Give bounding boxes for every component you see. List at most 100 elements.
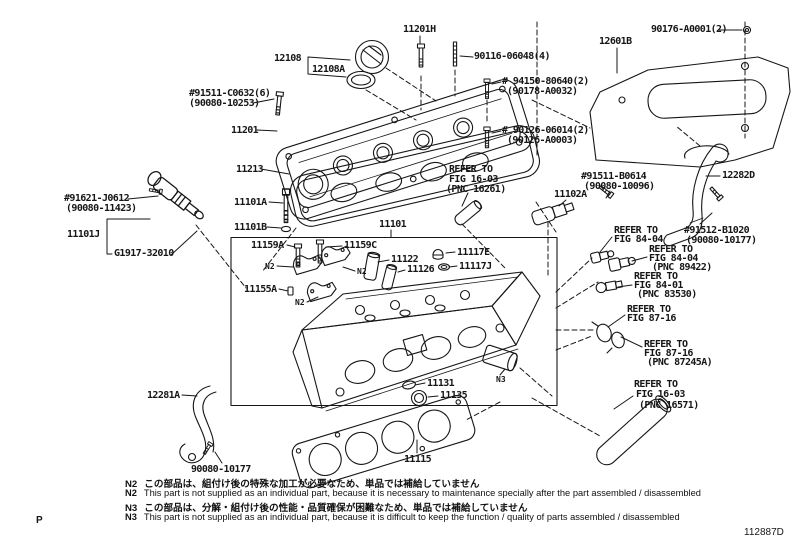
cylinder-head-box (230, 236, 558, 407)
part-label-11159c: 11159C (344, 240, 377, 251)
valve-cover-drawing (275, 79, 533, 220)
refer-16571-line3: (PNC 16571) (639, 400, 699, 411)
part-label-11126: 11126 (407, 264, 435, 275)
part-label-11117e: 11117E (457, 247, 490, 258)
camshaft-cap-1 (291, 252, 324, 276)
part-label-90080-10177: 90080-10177 (191, 464, 251, 475)
stud-90116 (452, 41, 458, 67)
part-label-11101j: 11101J (67, 229, 100, 240)
part-label-91512-alt: (90080-10177) (686, 235, 757, 246)
refer-8401-line2: FIG 84-01 (634, 280, 683, 291)
note-n2-en-tag: N2 (125, 488, 137, 498)
part-label-91621-alt: (90080-11423) (66, 203, 137, 214)
refer-8716-87245a-line3: (PNC 87245A) (647, 357, 713, 368)
part-label-91511c-alt: (90080-10253) (189, 98, 260, 109)
plug-11101b (280, 225, 292, 233)
marker-n2-3: N2 (295, 298, 305, 307)
bracket-12281a-drawing (179, 385, 217, 464)
part-label-11131: 11131 (427, 378, 455, 389)
part-label-94150-alt: (90178-A0032) (507, 86, 578, 97)
part-label-11213: 11213 (236, 164, 264, 175)
clip-90176-drawing (742, 25, 752, 35)
refer-8716-87245a-line2: FIG 87-16 (644, 348, 693, 359)
part-label-12108: 12108 (274, 53, 302, 64)
part-label-11101a: 11101A (234, 197, 267, 208)
injector-g1917-drawing (147, 171, 204, 220)
refer-16261-line1: REFER TO (449, 164, 493, 175)
part-label-91511c: #91511-C0632(6) (189, 88, 271, 99)
sensor-8401-83530-drawing (595, 280, 623, 294)
refer-16571-line2: FIG 16-03 (636, 389, 685, 400)
refer-8404-89422-line3: (PNC 89422) (652, 262, 712, 273)
cylinder-head-drawing (292, 271, 541, 412)
valve-cover-gasket-drawing (289, 125, 541, 227)
oil-filler-cap-drawing (346, 39, 390, 90)
refer-8404-89422-line2: FIG 84-04 (649, 253, 698, 264)
note-n3-jp-tag: N3 (125, 503, 138, 514)
refer-8716-line1: REFER TO (627, 304, 671, 315)
bolt-91512 (708, 185, 724, 202)
part-label-91621: #91621-J0612 (64, 193, 130, 204)
part-label-91511b-alt: (90080-10096) (584, 181, 655, 192)
part-label-94150: # 94150-80640(2) (502, 76, 589, 87)
part-label-11117j: 11117J (459, 261, 492, 272)
page-letter: P (36, 515, 43, 526)
refer-8401-line3: (PNC 83530) (637, 289, 697, 300)
ring-11117j (437, 263, 451, 271)
bolt-91511c (273, 91, 285, 116)
part-label-91511b: #91511-B0614 (581, 171, 647, 182)
note-n2-jp: N2 この部品は、組付け後の特殊な加工が必要なため、単品では補給していません (125, 476, 479, 490)
part-label-11201: 11201 (231, 125, 259, 136)
clamp-8716-drawing (591, 321, 625, 354)
bolt-11201h (416, 43, 426, 68)
part-label-90126-alt: (90126-A0003) (507, 135, 578, 146)
note-n3-jp: N3 この部品は、分解・組付け後の性能・品質確保が困難なため、単品では補給していま… (125, 500, 527, 514)
refer-8404-89422-line1: REFER TO (649, 244, 693, 255)
refer-8404-line2: FIG 84-04 (614, 234, 663, 245)
part-label-90116: 90116-06048(4) (474, 51, 550, 62)
dowel-sleeve-n3 (482, 344, 518, 372)
part-label-11115: 11115 (404, 454, 432, 465)
refer-16261-line3: (PNC 16261) (446, 184, 506, 195)
part-label-11101: 11101 (379, 219, 407, 230)
marker-n2-1: N2 (265, 262, 275, 271)
part-label-11102a: 11102A (554, 189, 587, 200)
part-label-11122: 11122 (391, 254, 419, 265)
ring-11135 (410, 389, 428, 407)
marker-n3-1: N3 (496, 375, 506, 384)
marker-n2-2: N2 (357, 267, 367, 276)
bolt-11101a (281, 188, 291, 224)
part-label-91512: #91512-B1020 (684, 225, 750, 236)
note-n2-jp-text: この部品は、組付け後の特殊な加工が必要なため、単品では補給していません (144, 479, 480, 490)
refer-8404-line1: REFER TO (614, 225, 658, 236)
sensor-8404-89422-drawing (607, 256, 636, 272)
sleeve-11122 (363, 251, 381, 281)
bolt-90080-10177 (201, 441, 214, 456)
refer-8716-87245a-line1: REFER TO (644, 339, 688, 350)
part-label-12281a: 12281A (147, 390, 180, 401)
refer-8401-line1: REFER TO (634, 271, 678, 282)
note-n2-jp-tag: N2 (125, 479, 138, 490)
part-label-90126: # 90126-06014(2) (502, 125, 589, 136)
camshaft-cap-3 (305, 279, 338, 303)
part-label-12108a: 12108A (312, 64, 345, 75)
part-label-11155a: 11155A (244, 284, 277, 295)
pipe-16571-drawing (596, 395, 672, 466)
refer-16261-line2: FIG 16-03 (449, 174, 498, 185)
plug-11131 (402, 380, 416, 390)
note-n3-en-tag: N3 (125, 512, 137, 522)
leader-lines (106, 29, 743, 464)
sensor-8404-upper-drawing (589, 250, 615, 264)
part-label-90176: 90176-A0001(2) (651, 24, 727, 35)
seat-11155a (287, 286, 294, 296)
part-label-11159a: 11159A (251, 240, 284, 251)
part-label-11201h: 11201H (403, 24, 436, 35)
part-label-12282d: 12282D (722, 170, 755, 181)
note-n3-jp-text: この部品は、分解・組付け後の性能・品質確保が困難なため、単品では補給していません (144, 503, 528, 514)
refer-8716-line2: FIG 87-16 (627, 313, 676, 324)
sensor-11102a-drawing (531, 202, 575, 226)
cap-11117e (432, 249, 444, 260)
